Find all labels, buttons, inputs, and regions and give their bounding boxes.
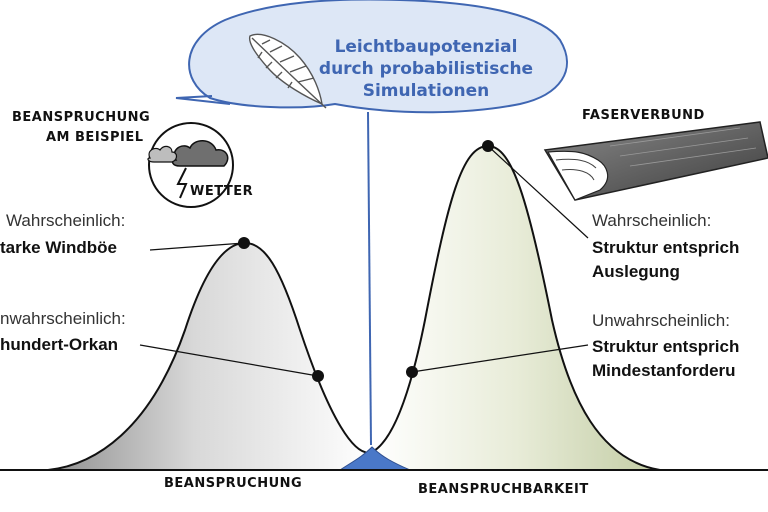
left-heading-2: AM BEISPIEL — [46, 130, 144, 145]
fiber-composite-sheet-icon — [543, 121, 768, 201]
leader-left-unlikely — [139, 344, 319, 377]
right-unlikely-value-1: Struktur entsprich — [592, 337, 740, 356]
speech-bubble — [175, 0, 568, 114]
right-likely-value-1: Struktur entsprich — [592, 238, 740, 257]
right-unlikely-label: Unwahrscheinlich: — [592, 311, 730, 330]
weather-label: WETTER — [190, 184, 254, 199]
left-unlikely-label: nwahrscheinlich: — [0, 309, 126, 328]
bubble-line-1: Leichtbaupotenzial — [334, 37, 518, 57]
left-heading-1: BEANSPRUCHUNG — [12, 110, 151, 125]
leader-right-likely — [487, 145, 589, 239]
feather-icon — [248, 33, 327, 109]
marker-dot — [406, 366, 418, 378]
bubble-line-2: durch probabilistische — [318, 59, 534, 79]
bubble-line-3: Simulationen — [362, 81, 490, 101]
x-axis-label-strength: BEANSPRUCHBARKEIT — [418, 482, 589, 497]
storm-cloud-icon — [147, 122, 234, 208]
leader-right-unlikely — [411, 344, 589, 373]
right-unlikely-value-2: Mindestanforderu — [592, 361, 736, 380]
load-distribution-curve — [47, 241, 373, 471]
bubble-pointer-line — [367, 111, 372, 446]
bubble-text: Leichtbaupotenzial durch probabilistisch… — [296, 36, 556, 102]
right-likely-value-2: Auslegung — [592, 262, 680, 281]
marker-dot — [312, 370, 324, 382]
right-heading: FASERVERBUND — [582, 108, 705, 123]
left-likely-value: tarke Windböe — [0, 238, 117, 257]
marker-dot — [482, 140, 494, 152]
strength-distribution-curve — [371, 144, 661, 471]
marker-dot — [238, 237, 250, 249]
failure-overlap-region — [338, 446, 411, 471]
right-likely-label: Wahrscheinlich: — [592, 211, 712, 230]
left-likely-label: Wahrscheinlich: — [6, 211, 126, 230]
leader-left-likely — [149, 242, 245, 251]
left-unlikely-value: hundert-Orkan — [0, 335, 119, 354]
x-axis-label-load: BEANSPRUCHUNG — [164, 476, 303, 491]
